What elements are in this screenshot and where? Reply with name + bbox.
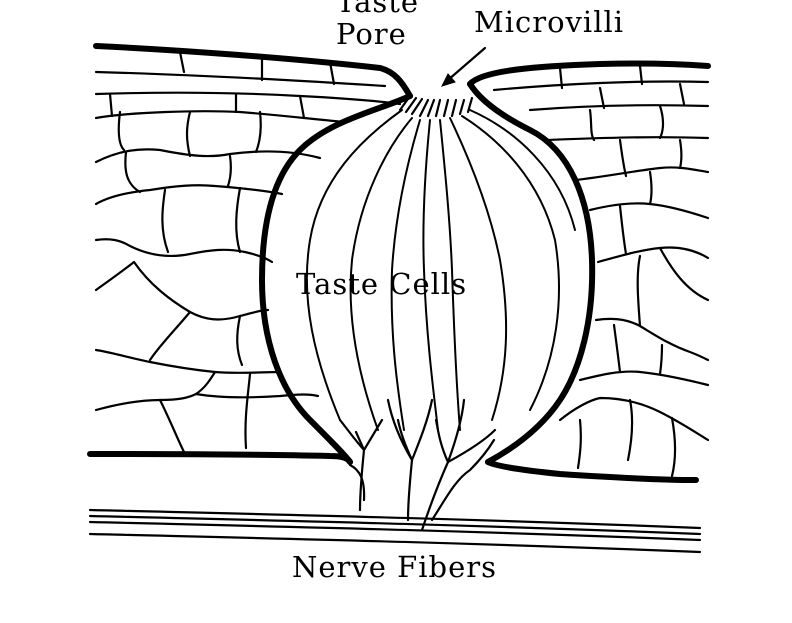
taste-pore-label-line1: Taste [336,0,419,19]
taste-bud-outline [87,81,699,483]
microvilli-label: Microvilli [474,5,624,39]
microvilli-tufts [398,94,474,118]
microvilli-arrow [441,46,487,87]
taste-cells [305,109,576,431]
taste-pore-label-line2: Pore [336,17,407,51]
nerve-fiber-bundle [88,508,702,554]
taste-cells-label: Taste Cells [296,267,467,301]
epithelial-cells-left [94,50,402,454]
nerve-fibers-label: Nerve Fibers [292,550,497,584]
epithelial-cells-right [492,64,710,478]
nerve-branches [338,398,497,532]
epithelium-surface [93,43,711,99]
